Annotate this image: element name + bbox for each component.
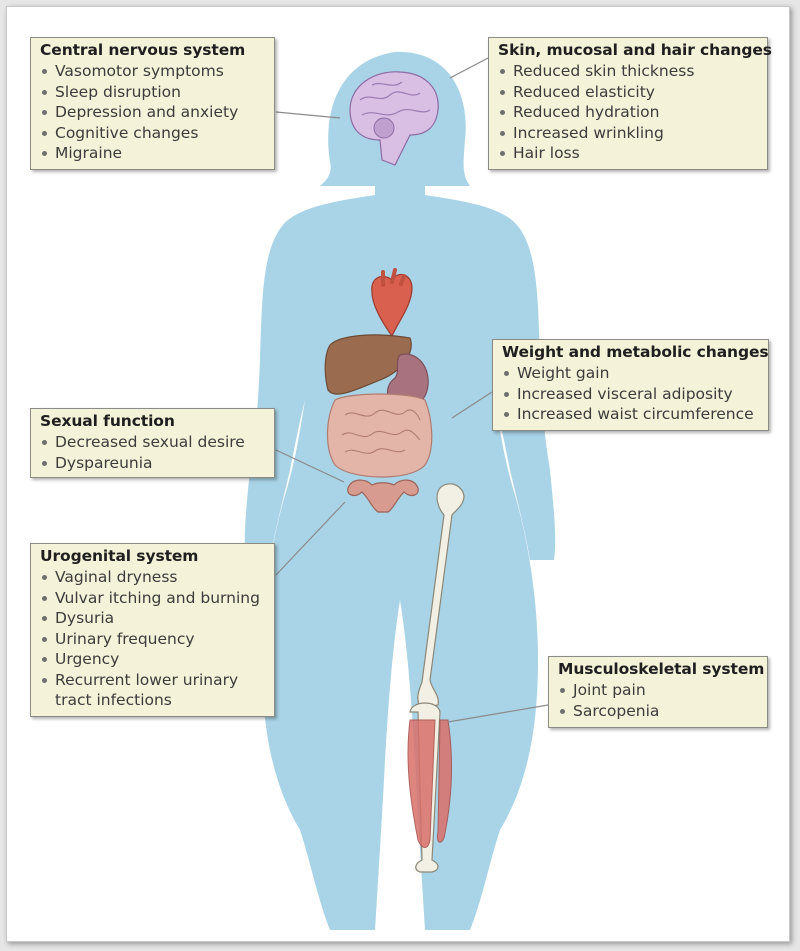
list-item: Increased wrinkling <box>498 123 759 144</box>
list-item: Migraine <box>40 143 266 164</box>
box-title: Musculoskeletal system <box>558 660 765 678</box>
list-item: Urgency <box>40 649 266 670</box>
brain-illustration <box>349 71 439 166</box>
list-item: Vulvar itching and burning <box>40 588 266 609</box>
musculoskeletal-system-box: Musculoskeletal system Joint pain Sarcop… <box>548 656 768 728</box>
list-item: Increased visceral adiposity <box>502 384 760 405</box>
list-item: Increased waist circumference <box>502 404 760 425</box>
list-item: Decreased sexual desire <box>40 432 266 453</box>
list-item: Dysuria <box>40 608 266 629</box>
list-item: Urinary frequency <box>40 629 266 650</box>
box-title: Sexual function <box>40 412 175 430</box>
uterus-illustration <box>347 479 419 513</box>
box-title: Central nervous system <box>40 41 246 59</box>
list-item: Weight gain <box>502 363 760 384</box>
list-item: Recurrent lower urinary tract infections <box>40 670 260 711</box>
list-item: Vaginal dryness <box>40 567 266 588</box>
weight-metabolic-box: Weight and metabolic changes Weight gain… <box>492 339 769 431</box>
box-title: Weight and metabolic changes <box>502 343 769 361</box>
intestine-illustration <box>326 393 433 478</box>
list-item: Sarcopenia <box>558 701 759 722</box>
list-item: Reduced hydration <box>498 102 759 123</box>
list-item: Depression and anxiety <box>40 102 266 123</box>
skin-mucosal-hair-box: Skin, mucosal and hair changes Reduced s… <box>488 37 772 170</box>
list-item: Vasomotor symptoms <box>40 61 266 82</box>
urogenital-system-box: Urogenital system Vaginal dryness Vulvar… <box>30 543 275 717</box>
list-item: Reduced skin thickness <box>498 61 759 82</box>
sexual-function-box: Sexual function Decreased sexual desire … <box>30 408 275 478</box>
leader-lines <box>275 57 549 723</box>
calf-muscle-illustration <box>407 719 452 848</box>
central-nervous-system-box: Central nervous system Vasomotor symptom… <box>30 37 275 170</box>
liver-illustration <box>324 334 412 395</box>
list-item: Cognitive changes <box>40 123 266 144</box>
box-title: Urogenital system <box>40 547 199 565</box>
list-item: Hair loss <box>498 143 759 164</box>
box-title: Skin, mucosal and hair changes <box>498 41 772 59</box>
list-item: Joint pain <box>558 680 759 701</box>
list-item: Sleep disruption <box>40 82 266 103</box>
list-item: Reduced elasticity <box>498 82 759 103</box>
list-item: Dyspareunia <box>40 453 266 474</box>
heart-illustration <box>371 268 413 338</box>
